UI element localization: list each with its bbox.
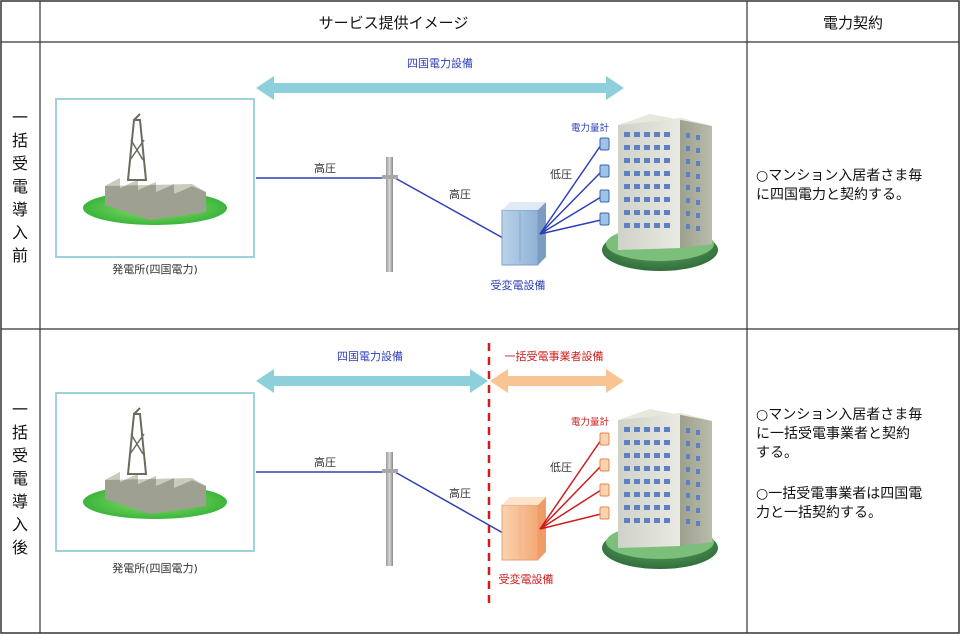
high-voltage-wire-2: [394, 177, 504, 239]
contract-text-before: ○マンション入居者さま毎 に四国電力と契約する。: [756, 168, 923, 203]
utility-pole-icon-2: [382, 452, 398, 566]
row-label-char: 受: [11, 446, 28, 465]
low-voltage-wires-2: [539, 439, 602, 530]
high-voltage-label-2: 高圧: [449, 187, 471, 201]
row-label-char: 導: [11, 200, 28, 219]
low-voltage-wires: [539, 144, 602, 235]
power-plant-label-2: 発電所(四国電力): [112, 561, 198, 575]
contract-text-after-1: ○マンション入居者さま毎 に一括受電事業者と契約 する。: [756, 407, 923, 461]
provider-span-arrow: [490, 369, 624, 393]
meter-label-2: 電力量計: [571, 416, 610, 428]
row-label-before: 一 括 受 電 導 入 前: [8, 106, 32, 267]
row-label-char: 括: [11, 423, 28, 442]
shikoku-span-label-2: 四国電力設備: [337, 349, 403, 363]
header-contract: 電力契約: [822, 14, 883, 32]
high-voltage-label-3: 高圧: [314, 455, 336, 469]
high-voltage-label-4: 高圧: [449, 486, 471, 500]
power-plant-icon-2: [83, 407, 227, 519]
row-label-char: 入: [11, 223, 28, 242]
row1-diagram: 四国電力設備 発電所(四国電力) 高圧 高圧: [55, 56, 718, 292]
row-label-char: 後: [11, 538, 28, 557]
power-plant-panel-2: [55, 392, 255, 552]
meter-label: 電力量計: [571, 122, 610, 134]
power-plant-label: 発電所(四国電力): [112, 262, 198, 276]
electric-meter-icons: [599, 137, 610, 226]
substation-icon-2: [501, 497, 546, 561]
apartment-building-icon-2: [602, 409, 718, 569]
row-label-char: 電: [11, 469, 28, 488]
power-plant-icon: [83, 113, 227, 225]
low-voltage-label-2: 低圧: [550, 461, 572, 474]
row-label-char: 括: [11, 131, 28, 150]
shikoku-span-arrow-2: [256, 369, 488, 393]
row-label-char: 前: [11, 246, 28, 265]
substation-icon: [501, 202, 546, 266]
row-label-char: 導: [11, 492, 28, 511]
utility-pole-icon: [382, 157, 398, 272]
apartment-building-icon: [602, 114, 718, 271]
row2-diagram: 四国電力設備 一括受電事業者設備 発電所(四国電力): [55, 343, 718, 605]
row-label-char: 受: [11, 154, 28, 173]
low-voltage-label: 低圧: [550, 168, 572, 181]
high-voltage-label-1: 高圧: [314, 161, 336, 175]
row-label-char: 電: [11, 177, 28, 196]
substation-label: 受変電設備: [491, 278, 546, 292]
provider-span-label: 一括受電事業者設備: [505, 349, 604, 363]
row-label-after: 一 括 受 電 導 入 後: [8, 398, 32, 559]
contract-text-after-2: ○一括受電事業者は四国電 力と一括契約する。: [756, 486, 923, 521]
row-label-char: 一: [11, 108, 28, 127]
row-label-char: 一: [11, 400, 28, 419]
shikoku-span-label: 四国電力設備: [407, 56, 473, 70]
header-service-image: サービス提供イメージ: [318, 14, 469, 32]
row-label-char: 入: [11, 515, 28, 534]
shikoku-span-arrow: [256, 76, 624, 100]
electric-meter-icons-2: [599, 432, 610, 520]
high-voltage-wire-4: [394, 471, 504, 534]
power-plant-panel: [55, 98, 255, 258]
substation-label-2: 受変電設備: [499, 572, 554, 586]
